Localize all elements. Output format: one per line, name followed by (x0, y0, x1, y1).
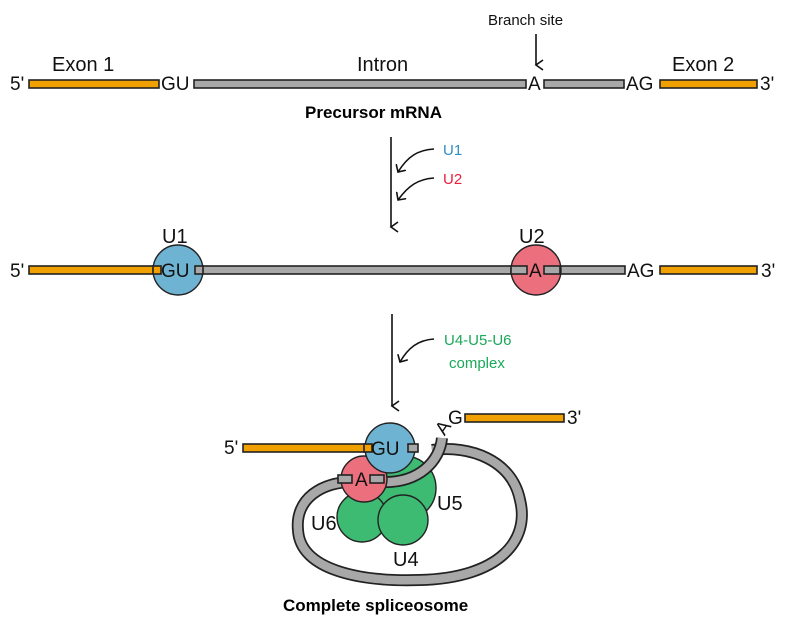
intron-loop (293, 444, 527, 585)
step1-arrow-group: U1 U2 (389, 137, 462, 233)
exon2-label: Exon 2 (672, 54, 734, 76)
three-prime-label: 3' (761, 261, 775, 282)
u2-added-label: U2 (443, 171, 462, 188)
branch-site-label: Branch site (488, 12, 563, 29)
complex-label-line2: complex (449, 355, 505, 372)
exon2-bar (659, 265, 758, 275)
complete-spliceosome-caption: Complete spliceosome (283, 596, 468, 615)
five-prime-label: 5' (224, 438, 238, 459)
branch-a-label: A (355, 470, 368, 491)
exon1-bar (242, 443, 370, 453)
exon1-bar (28, 265, 160, 275)
u1-added-label: U1 (443, 142, 462, 159)
u4-label: U4 (393, 549, 419, 571)
five-prime-label: 5' (10, 74, 24, 95)
u4-snrnp (377, 494, 429, 546)
three-prime-label: 3' (760, 74, 774, 95)
branch-a-label: A (528, 74, 541, 95)
intron-bar-2 (543, 79, 625, 89)
gu-label: GU (371, 439, 400, 460)
exon2-bar (464, 413, 565, 423)
precursor-mrna-caption: Precursor mRNA (305, 103, 442, 122)
ag-g-label: G (448, 408, 463, 429)
three-prime-label: 3' (567, 408, 581, 429)
precursor-mrna: Exon 1 Intron Exon 2 Branch site 5' GU A… (10, 12, 774, 122)
intron-start-stub (194, 265, 204, 275)
intron-bar-1 (199, 265, 513, 275)
u6-label: U6 (311, 513, 337, 535)
exon1-bar (28, 79, 160, 89)
u1-u2-bound-mrna: U1 U2 5' GU A AG 3' (10, 226, 775, 296)
ag-label: AG (627, 261, 654, 282)
gu-label: GU (161, 74, 190, 95)
gu-stub-right (407, 443, 419, 453)
intron-bar-1 (193, 79, 527, 89)
a-stub-right (369, 474, 385, 484)
complex-add-arrow (400, 338, 435, 362)
five-prime-label: 5' (10, 261, 24, 282)
exon2-bar (659, 79, 758, 89)
complete-spliceosome: A 5' GU A G 3' U5 U6 U4 Complete spliceo… (224, 408, 581, 615)
intron-branch-stub-left (510, 265, 528, 275)
intron-branch-stub-right (543, 265, 561, 275)
u2-add-arrow (398, 177, 435, 200)
complex-label-line1: U4-U5-U6 (444, 332, 512, 349)
gu-label: GU (161, 261, 190, 282)
exon1-end-stub (363, 443, 373, 453)
u1-add-arrow (398, 148, 435, 172)
intron-label: Intron (357, 54, 408, 76)
u5-label: U5 (437, 493, 463, 515)
branch-to-ag-strand (379, 437, 447, 487)
branch-a-label: A (529, 261, 542, 282)
u1-label: U1 (162, 226, 188, 248)
exon1-end-stub (152, 265, 162, 275)
exon1-label: Exon 1 (52, 54, 114, 76)
step2-arrow-group: U4-U5-U6 complex (390, 314, 512, 412)
a-stub-left (337, 474, 353, 484)
ag-label: AG (626, 74, 653, 95)
u2-label: U2 (519, 226, 545, 248)
